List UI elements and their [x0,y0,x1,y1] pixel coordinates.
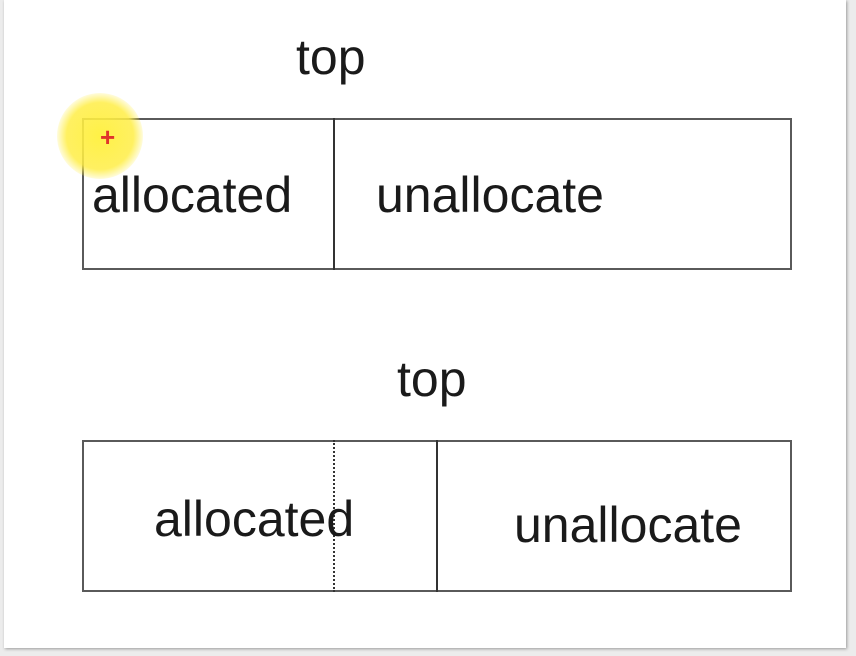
slide: top allocated unallocate top allocated u… [4,0,846,648]
crosshair-icon: + [100,122,116,152]
old-divider-dotted [333,440,335,592]
divider-1 [333,118,335,270]
unallocated-label-1: unallocate [376,167,604,223]
divider-2 [436,440,438,592]
allocated-label-1: allocated [92,167,293,223]
top-title-2: top [397,351,467,407]
top-title-1: top [296,29,366,85]
allocated-label-2: allocated [154,491,355,547]
unallocated-label-2: unallocate [514,497,742,553]
memory-box-1 [82,118,792,270]
cursor-highlight [57,93,143,179]
